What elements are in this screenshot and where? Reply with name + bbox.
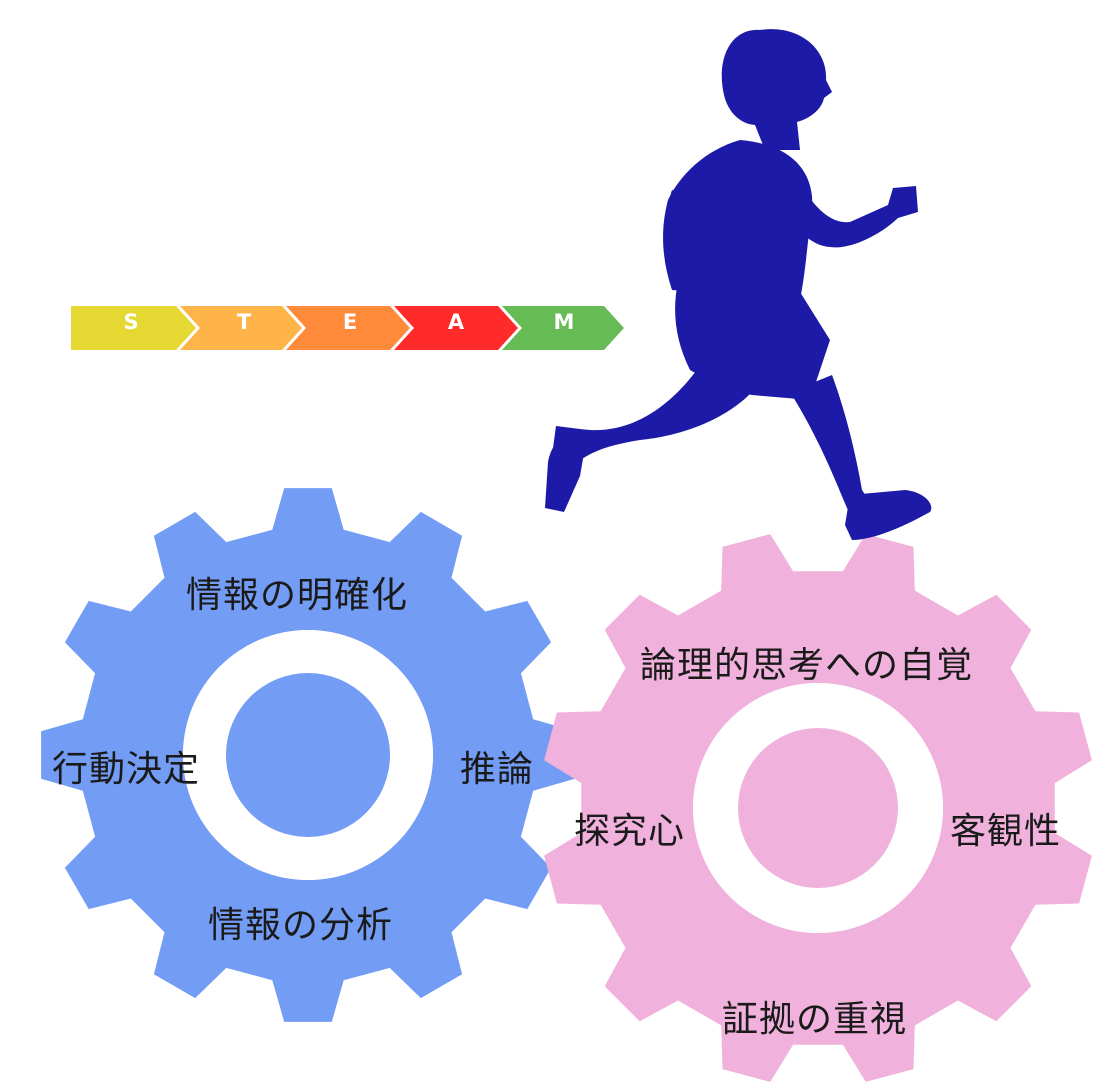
steam-letter-e: E [342,310,358,334]
steam-chevron-e [286,306,410,350]
pink-gear-hub [738,728,898,888]
blue-gear-label-top: 情報の明確化 [186,575,409,616]
pink-gear [544,534,1092,1082]
running-child-silhouette-icon [545,29,932,540]
steam-chevron-a [394,306,518,350]
steam-chevron-t [180,306,302,350]
pink-gear-label-top: 論理的思考への自覚 [640,645,974,686]
steam-letter-t: T [236,310,252,334]
blue-gear-label-left: 行動決定 [52,749,201,790]
blue-gear-label-bottom: 情報の分析 [208,905,394,946]
steam-chevron-s [71,306,196,350]
steam-letter-a: A [447,310,465,334]
pink-gear-label-left: 探究心 [574,811,686,852]
steam-letter-m: M [553,310,575,334]
blue-gear-label-right: 推論 [460,749,535,790]
blue-gear-hub [226,673,390,837]
steam-letter-s: S [123,310,139,334]
blue-gear [41,488,575,1022]
pink-gear-label-bottom: 証拠の重視 [722,999,908,1040]
pink-gear-label-right: 客観性 [950,811,1062,852]
steam-chevron-bar [71,306,624,350]
steam-chevron-m [502,306,624,350]
